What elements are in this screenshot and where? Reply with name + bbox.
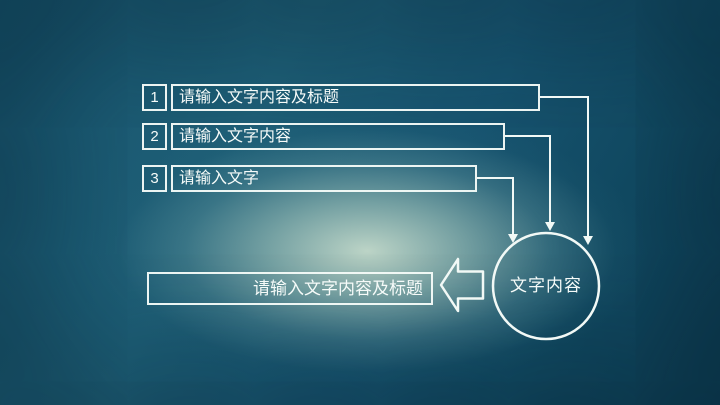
step-placeholder-box-3[interactable]: 请输入文字 — [171, 165, 477, 192]
step-placeholder-text: 请输入文字 — [179, 169, 260, 187]
step-number: 3 — [150, 170, 159, 187]
down-arrowhead-icon — [508, 234, 518, 243]
step-placeholder-text: 请输入文字内容 — [179, 127, 292, 145]
summary-placeholder-box[interactable]: 请输入文字内容及标题 — [147, 272, 433, 305]
step-number-badge-1: 1 — [142, 84, 167, 111]
step-number: 2 — [150, 128, 159, 145]
step-number-badge-2: 2 — [142, 123, 167, 150]
content-circle[interactable] — [491, 231, 601, 341]
step-number: 1 — [150, 89, 159, 106]
down-arrowhead-icon — [583, 236, 593, 245]
step-number-badge-3: 3 — [142, 165, 167, 192]
step-placeholder-box-1[interactable]: 请输入文字内容及标题 — [171, 84, 540, 111]
left-block-arrow-icon — [439, 257, 485, 313]
connector-line-2 — [505, 135, 551, 222]
summary-placeholder-text: 请输入文字内容及标题 — [253, 279, 423, 298]
connector-line-3 — [477, 177, 514, 234]
step-placeholder-box-2[interactable]: 请输入文字内容 — [171, 123, 505, 150]
step-placeholder-text: 请输入文字内容及标题 — [179, 88, 340, 106]
down-arrowhead-icon — [545, 222, 555, 231]
connector-line-1 — [540, 96, 589, 236]
circle-label[interactable]: 文字内容 — [510, 276, 582, 295]
